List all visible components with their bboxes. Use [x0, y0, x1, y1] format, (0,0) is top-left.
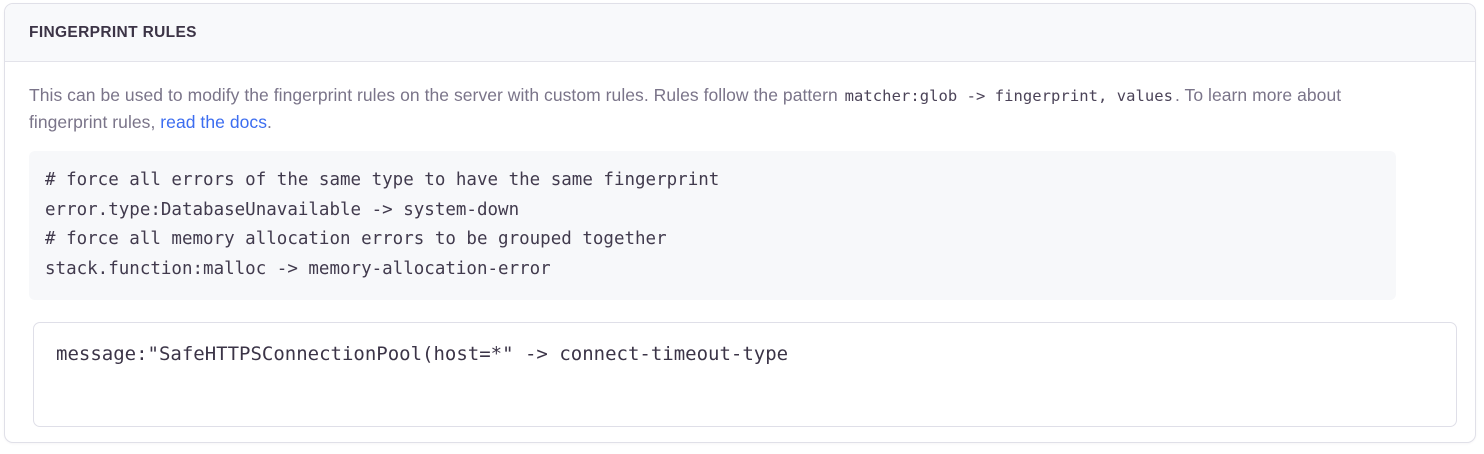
panel-body: This can be used to modify the fingerpri…: [5, 62, 1475, 427]
fingerprint-rules-panel: FINGERPRINT RULES This can be used to mo…: [4, 3, 1476, 443]
description-part-3: .: [267, 112, 272, 132]
example-rules-code-block: # force all errors of the same type to h…: [29, 151, 1396, 300]
fingerprint-rules-input[interactable]: [33, 322, 1457, 427]
panel-header: FINGERPRINT RULES: [5, 4, 1475, 62]
inline-code-pattern: matcher:glob -> fingerprint, values: [844, 87, 1174, 105]
description-text: This can be used to modify the fingerpri…: [29, 82, 1374, 135]
description-part-1: This can be used to modify the fingerpri…: [29, 85, 843, 105]
read-the-docs-link[interactable]: read the docs: [160, 112, 267, 132]
description-part-2: . To learn more about fingerprint rules,: [29, 85, 1342, 132]
page-title: FINGERPRINT RULES: [29, 23, 197, 41]
